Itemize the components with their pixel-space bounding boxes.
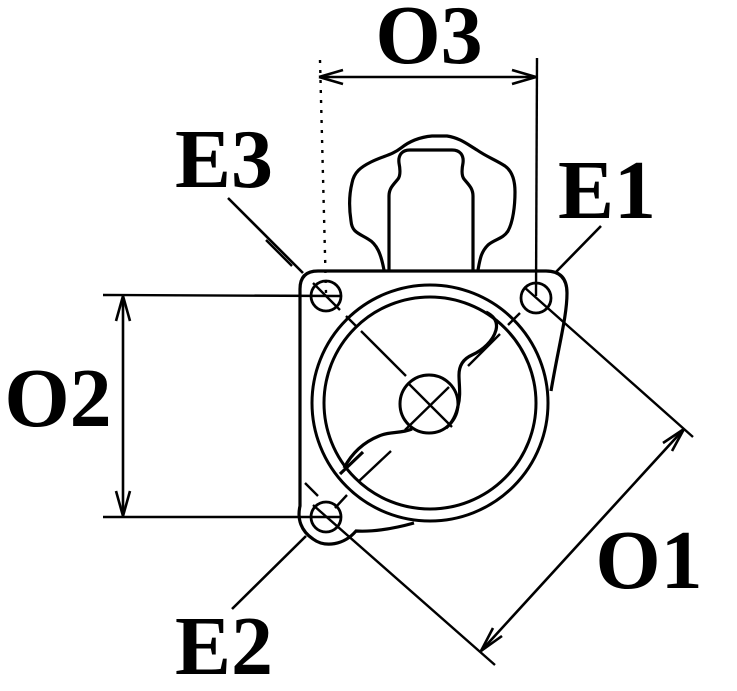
centerline-diagonal-b [304,312,521,509]
centerline-segment [334,494,348,509]
arrowhead-upper [662,427,686,452]
pinion-curve-lower [342,427,413,469]
centerline-segment [265,239,293,267]
part-geometry [297,134,569,546]
dimension-label-O2: O2 [4,352,111,445]
callout-E2: E2 [175,535,307,691]
solenoid-cap-outline [348,134,517,271]
hole-label-E1: E1 [558,144,656,237]
solenoid-tower-outline [387,148,475,270]
centerline-segment [404,386,450,431]
centerline-segment [357,450,392,483]
centerline-segment [304,482,319,497]
leader-line-E1 [555,225,602,273]
flange-outline [297,269,569,546]
arrowhead-left [318,68,344,86]
housing-inner-circle [322,295,538,511]
housing-outer-circle [310,283,550,523]
arrowhead-lower [479,627,503,653]
hole-label-E3: E3 [175,113,273,206]
arrowhead-right [511,68,537,86]
dimension-O2: O2 [4,293,341,519]
extension-line-from-E2 [312,504,496,666]
pinion-curve-upper [444,310,499,430]
centerline-segment [507,312,521,326]
extension-line-right [534,57,539,297]
dimension-label-O3: O3 [375,0,482,82]
extension-line-top [102,293,341,298]
extension-line-from-E1 [523,286,694,438]
dimension-O3: O3 [318,0,539,297]
arrowhead-top [114,295,132,322]
dimension-line [480,428,685,652]
hole-label-E2: E2 [175,600,273,691]
leader-line-E3 [227,197,304,274]
centerline-segment [467,333,501,367]
leader-line-E2 [231,535,307,610]
centerline-segment [360,330,407,377]
callout-E3: E3 [175,113,304,274]
callout-E1: E1 [555,144,656,273]
centerline-segment [345,315,358,328]
extension-line-left [318,59,328,294]
dimension-O1: O1 [312,286,703,666]
dimension-label-O1: O1 [595,514,702,607]
centerline-diagonal-a [265,239,453,428]
arrowhead-bottom [114,490,132,517]
lever-edge-segment [338,450,365,476]
